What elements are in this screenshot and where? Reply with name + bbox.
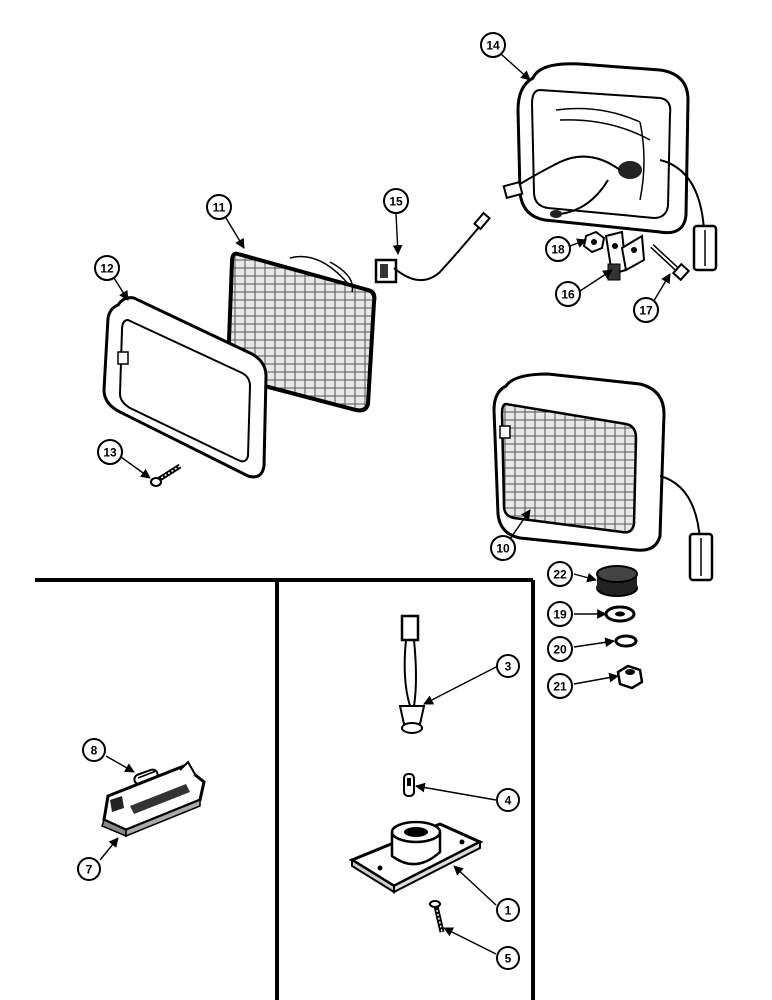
svg-text:3: 3	[505, 660, 512, 674]
bezel-part-12	[102, 296, 268, 479]
callout-7: 7	[77, 857, 101, 881]
svg-text:17: 17	[639, 304, 653, 318]
callout-20: 20	[547, 636, 573, 662]
callout-15: 15	[383, 188, 409, 214]
lamp-housing-part-14	[502, 62, 718, 272]
lock-washer-part-20	[614, 634, 638, 648]
clip-part-4	[403, 773, 415, 797]
callout-13: 13	[97, 439, 123, 465]
section-divider	[35, 578, 535, 1000]
callout-4: 4	[496, 788, 520, 812]
svg-text:4: 4	[505, 794, 512, 808]
callout-11: 11	[206, 194, 232, 220]
callout-22: 22	[547, 561, 573, 587]
base-plate-part-1	[348, 820, 484, 894]
svg-text:5: 5	[505, 952, 512, 966]
svg-text:15: 15	[389, 195, 403, 209]
svg-text:19: 19	[553, 608, 567, 622]
callout-19: 19	[547, 601, 573, 627]
washer-part-19	[604, 605, 636, 623]
svg-text:10: 10	[496, 542, 510, 556]
callout-14: 14	[480, 32, 506, 58]
screw-part-5	[429, 900, 445, 933]
bulb-part-15	[374, 211, 491, 284]
lamp-body-part-7	[101, 760, 206, 838]
callout-17: 17	[633, 297, 659, 323]
callout-1: 1	[496, 898, 520, 922]
svg-text:12: 12	[100, 262, 114, 276]
svg-text:20: 20	[553, 643, 567, 657]
leader-lines	[99, 53, 671, 955]
callout-8: 8	[82, 738, 106, 762]
callout-21: 21	[547, 673, 573, 699]
svg-text:8: 8	[91, 744, 98, 758]
svg-text:1: 1	[505, 904, 512, 918]
svg-text:16: 16	[561, 288, 575, 302]
svg-text:13: 13	[103, 446, 117, 460]
nut-part-18	[582, 230, 606, 254]
callout-12: 12	[94, 255, 120, 281]
svg-text:22: 22	[553, 568, 567, 582]
nut-part-21	[616, 664, 644, 690]
callout-16: 16	[555, 281, 581, 307]
callout-3: 3	[496, 654, 520, 678]
callout-10: 10	[490, 535, 516, 561]
screw-part-13	[150, 463, 182, 487]
lamp-assembly-part-10	[492, 372, 714, 582]
mounting-bracket-part-16	[604, 230, 646, 281]
svg-text:14: 14	[486, 39, 500, 53]
svg-text:21: 21	[553, 680, 567, 694]
grommet-part-22	[596, 565, 638, 597]
svg-text:18: 18	[551, 243, 565, 257]
callout-18: 18	[545, 236, 571, 262]
svg-text:11: 11	[213, 201, 226, 215]
socket-harness-part-3	[398, 614, 426, 734]
svg-text:7: 7	[86, 863, 93, 877]
callout-5: 5	[496, 946, 520, 970]
bolt-part-17	[650, 244, 691, 282]
